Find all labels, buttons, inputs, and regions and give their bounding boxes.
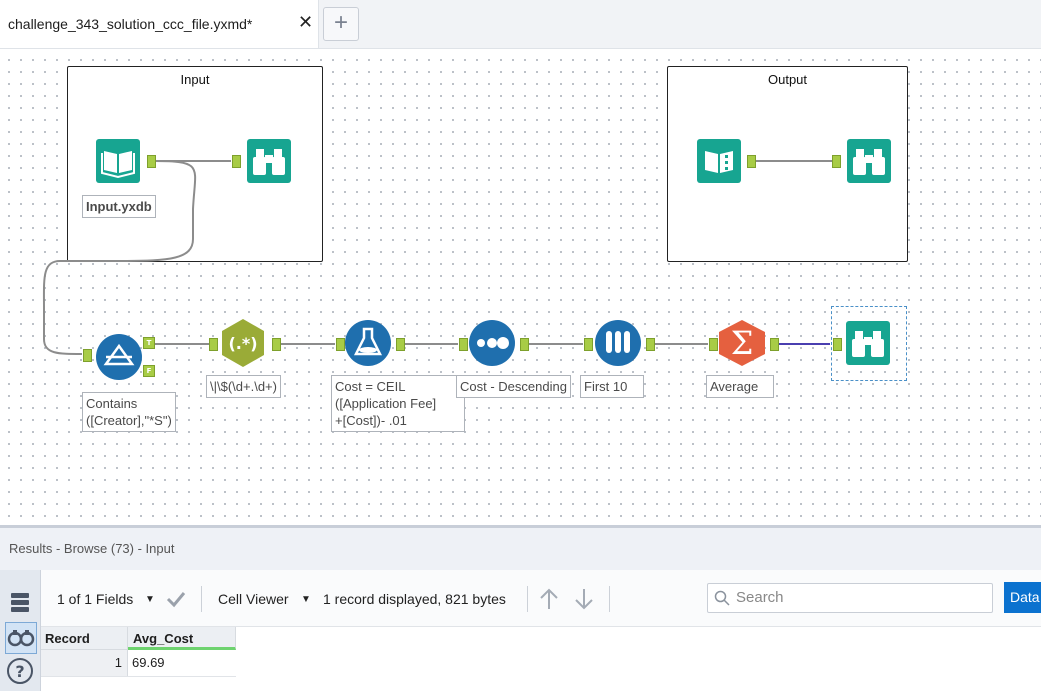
- tab-bar: challenge_343_solution_ccc_file.yxmd* ✕ …: [0, 0, 1041, 49]
- formula-tool[interactable]: [345, 320, 391, 366]
- input-container-title: Input: [180, 72, 210, 87]
- formula-out-anchor[interactable]: [396, 338, 405, 351]
- regex-in-anchor[interactable]: [209, 338, 218, 351]
- svg-text:?: ?: [15, 662, 24, 681]
- summarize-out-anchor[interactable]: [770, 338, 779, 351]
- grid-header-record[interactable]: Record: [41, 627, 128, 650]
- check-icon[interactable]: [165, 590, 187, 608]
- book-open-icon: [96, 139, 140, 183]
- filter-true-anchor[interactable]: T: [143, 337, 155, 349]
- summarize-tool[interactable]: Σ: [719, 320, 765, 366]
- sample-in-anchor[interactable]: [584, 338, 593, 351]
- table-view-icon[interactable]: [5, 588, 35, 618]
- results-sidebar: ?: [0, 570, 41, 691]
- sort-out-anchor[interactable]: [520, 338, 529, 351]
- fields-selector[interactable]: 1 of 1 Fields: [57, 591, 134, 607]
- workflow-canvas[interactable]: Input Output Input.yxdb: [0, 49, 1041, 525]
- sample-annotation: First 10: [580, 375, 644, 398]
- question-icon[interactable]: ?: [5, 656, 35, 686]
- browse-tool-output[interactable]: [847, 139, 891, 183]
- record-number: 1: [114, 655, 122, 670]
- svg-text:Σ: Σ: [731, 324, 754, 362]
- book-icon: [697, 139, 741, 183]
- chevron-down-icon[interactable]: ▼: [301, 594, 311, 605]
- binoculars-icon: [846, 321, 890, 365]
- svg-text:(.*): (.*): [228, 334, 257, 353]
- search-input[interactable]: Search: [707, 583, 993, 613]
- browse3-in-anchor[interactable]: [833, 338, 842, 351]
- tab-workflow[interactable]: challenge_343_solution_ccc_file.yxmd* ✕: [0, 0, 319, 48]
- table-row[interactable]: 1 69.69: [41, 650, 236, 677]
- regex-annotation: \|\$(\d+.\d+): [206, 375, 281, 398]
- toolbar-divider: [609, 586, 610, 612]
- add-tab-button[interactable]: +: [323, 7, 359, 41]
- results-splitter[interactable]: [0, 525, 1041, 528]
- browse2-in-anchor[interactable]: [832, 155, 841, 168]
- filter-tool[interactable]: [96, 334, 142, 380]
- search-placeholder: Search: [736, 589, 784, 606]
- close-icon[interactable]: ✕: [298, 12, 314, 32]
- filter-icon: [96, 334, 142, 380]
- formula-annotation: Cost = CEIL ([Application Fee] +[Cost])-…: [331, 375, 465, 432]
- binoculars-icon: [847, 139, 891, 183]
- column-header: Avg_Cost: [133, 631, 194, 646]
- filter-annotation: Contains ([Creator],"*S"): [82, 392, 176, 432]
- results-toolbar: 1 of 1 Fields ▼ Cell Viewer ▼ 1 record d…: [41, 570, 1041, 627]
- browse-tool-final[interactable]: [846, 321, 890, 365]
- input-out-anchor[interactable]: [147, 155, 156, 168]
- arrow-up-icon[interactable]: [538, 587, 560, 611]
- output-data-tool[interactable]: [697, 139, 741, 183]
- grid-header-avg-cost[interactable]: Avg_Cost: [128, 627, 236, 650]
- cell-viewer-selector[interactable]: Cell Viewer: [218, 591, 289, 607]
- connection-wires: [42, 160, 832, 355]
- sample-tubes-icon: [595, 320, 641, 366]
- sample-tool[interactable]: [595, 320, 641, 366]
- binoculars-icon[interactable]: [5, 622, 37, 654]
- data-button[interactable]: Data: [1004, 582, 1041, 613]
- record-status: 1 record displayed, 821 bytes: [323, 591, 506, 607]
- browse1-in-anchor[interactable]: [232, 155, 241, 168]
- regex-out-anchor[interactable]: [272, 338, 281, 351]
- sort-icon: [469, 320, 515, 366]
- toolbar-divider: [527, 586, 528, 612]
- binoculars-icon: [247, 139, 291, 183]
- browse-tool-input[interactable]: [247, 139, 291, 183]
- toolbar-divider: [201, 586, 202, 612]
- record-cell: 1: [41, 650, 128, 676]
- chevron-down-icon[interactable]: ▼: [145, 594, 155, 605]
- search-icon: [714, 590, 730, 606]
- selected-tool-outline: [831, 306, 907, 381]
- column-header: Record: [45, 631, 90, 646]
- formula-flask-icon: [345, 320, 391, 366]
- formula-in-anchor[interactable]: [336, 338, 345, 351]
- results-header: Results - Browse (73) - Input: [0, 528, 1041, 570]
- input-data-tool[interactable]: [96, 139, 140, 183]
- results-title: Results - Browse (73) - Input: [9, 541, 175, 556]
- regex-tool[interactable]: (.*): [219, 319, 267, 367]
- output-out-anchor[interactable]: [747, 155, 756, 168]
- filter-in-anchor[interactable]: [83, 349, 92, 362]
- summarize-annotation: Average: [706, 375, 774, 398]
- output-container-title: Output: [767, 72, 808, 87]
- tab-title: challenge_343_solution_ccc_file.yxmd*: [8, 16, 253, 32]
- regex-icon: (.*): [222, 319, 264, 367]
- sort-in-anchor[interactable]: [459, 338, 468, 351]
- sample-out-anchor[interactable]: [646, 338, 655, 351]
- arrow-down-icon[interactable]: [573, 587, 595, 611]
- filter-false-anchor[interactable]: F: [143, 365, 155, 377]
- avg-cost-value[interactable]: 69.69: [132, 655, 165, 670]
- input-file-annotation: Input.yxdb: [82, 195, 156, 218]
- sort-tool[interactable]: [469, 320, 515, 366]
- summarize-in-anchor[interactable]: [709, 338, 718, 351]
- sort-annotation: Cost - Descending: [456, 375, 571, 398]
- sigma-icon: Σ: [719, 320, 765, 366]
